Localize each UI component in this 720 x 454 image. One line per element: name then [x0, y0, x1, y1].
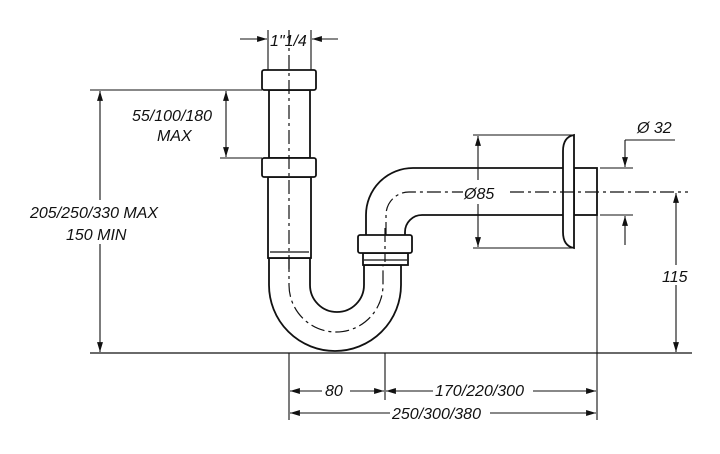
leg-spacing-label: 80 — [325, 383, 343, 400]
overall-length-label: 250/300/380 — [391, 406, 481, 423]
escutcheon-diameter-label: Ø85 — [463, 186, 494, 203]
horizontal-dimensions: 80 170/220/300 250/300/380 — [288, 215, 598, 423]
adjust-height-label-2: MAX — [157, 128, 193, 145]
pipe-size-dimension: 1"1/4 — [240, 30, 338, 70]
adjust-height-dimension: 55/100/180 MAX — [132, 91, 262, 159]
outlet-length-label: 170/220/300 — [435, 383, 524, 400]
escutcheon-diameter-dimension: Ø85 — [463, 134, 572, 249]
outlet-diameter-dimension: Ø 32 — [600, 120, 675, 245]
adjust-height-label-1: 55/100/180 — [132, 108, 212, 125]
outlet-height-dimension: 115 — [660, 193, 692, 352]
total-height-label-1: 205/250/330 MAX — [29, 205, 159, 222]
outlet-pipe — [357, 133, 688, 266]
pipe-size-label: 1"1/4 — [270, 33, 307, 50]
outlet-diameter-label: Ø 32 — [636, 120, 672, 137]
total-height-dimension: 205/250/330 MAX 150 MIN — [28, 89, 262, 352]
outlet-height-label: 115 — [662, 269, 688, 286]
total-height-label-2: 150 MIN — [66, 227, 127, 244]
u-bend — [268, 257, 402, 352]
